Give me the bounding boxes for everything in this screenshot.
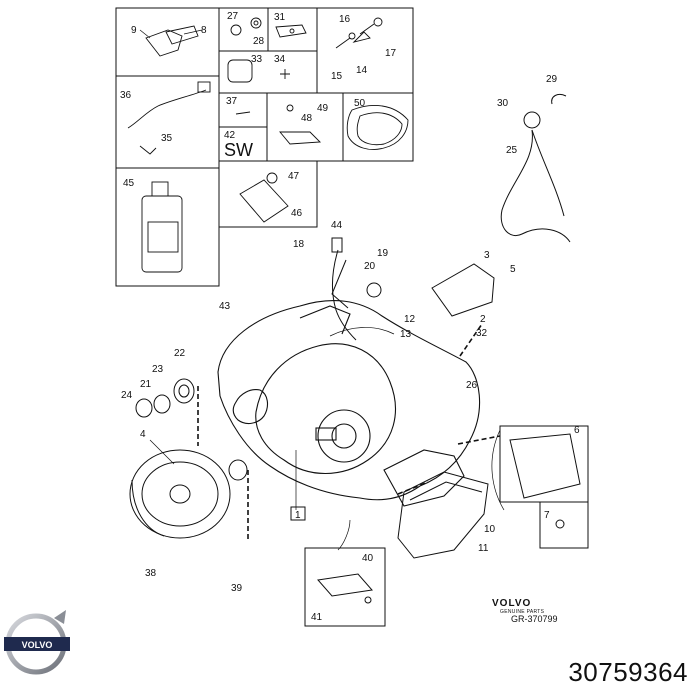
callout-31: 31 xyxy=(274,12,286,23)
callout-2: 2 xyxy=(480,314,486,325)
callout-7: 7 xyxy=(544,510,550,521)
shift-sensor xyxy=(331,259,495,317)
callout-32: 32 xyxy=(476,328,488,339)
callout-4: 4 xyxy=(140,429,146,440)
callout-49: 49 xyxy=(317,103,329,114)
callout-3: 3 xyxy=(484,250,490,261)
torque-converter xyxy=(129,449,231,539)
callout-5: 5 xyxy=(510,264,516,275)
callout-10: 10 xyxy=(484,524,496,535)
callout-20: 20 xyxy=(364,261,376,272)
callout-40: 40 xyxy=(362,553,374,564)
callout-22: 22 xyxy=(174,348,186,359)
callout-13: 13 xyxy=(400,329,412,340)
leader-lines xyxy=(197,323,501,540)
callout-47: 47 xyxy=(288,171,300,182)
inset-part-sketches xyxy=(127,17,409,273)
callout-11: 11 xyxy=(478,543,489,554)
brand-stamp: VOLVO xyxy=(492,598,532,609)
volvo-logo: VOLVO xyxy=(4,610,70,675)
brand-subtitle: GENUINE PARTS xyxy=(500,609,545,615)
sw-label: SW xyxy=(224,140,253,160)
callout-18: 18 xyxy=(293,239,305,250)
callout-26: 26 xyxy=(466,380,478,391)
callout-12: 12 xyxy=(404,314,416,325)
item-box xyxy=(290,506,306,521)
callout-16: 16 xyxy=(339,14,351,25)
callout-44: 44 xyxy=(331,220,343,231)
callout-42: 42 xyxy=(224,130,236,141)
callout-29: 29 xyxy=(546,74,558,85)
callout-33: 33 xyxy=(251,54,263,65)
callout-46: 46 xyxy=(291,208,303,219)
callout-17: 17 xyxy=(385,48,397,59)
callout-41: 41 xyxy=(311,612,323,623)
callout-48: 48 xyxy=(301,113,313,124)
part-number: 30759364 xyxy=(568,657,688,687)
callout-6: 6 xyxy=(574,425,580,436)
oil-pan xyxy=(397,471,489,559)
callout-28: 28 xyxy=(253,36,265,47)
callout-23: 23 xyxy=(152,364,164,375)
callout-30: 30 xyxy=(497,98,509,109)
valve-body-inset xyxy=(499,425,589,549)
callout-19: 19 xyxy=(377,248,389,259)
callout-34: 34 xyxy=(274,54,286,65)
callout-35: 35 xyxy=(161,133,173,144)
callout-27: 27 xyxy=(227,11,239,22)
callout-45: 45 xyxy=(123,178,135,189)
callout-50: 50 xyxy=(354,98,366,109)
logo-text: VOLVO xyxy=(22,640,53,650)
reference-code: GR-370799 xyxy=(511,614,558,624)
callout-14: 14 xyxy=(356,65,368,76)
parts-inset-grid xyxy=(115,7,414,287)
callout-9: 9 xyxy=(131,25,137,36)
transmission-housing xyxy=(217,300,481,507)
callout-15: 15 xyxy=(331,71,343,82)
seal-stack xyxy=(135,378,248,481)
callout-8: 8 xyxy=(201,25,207,36)
callout-24: 24 xyxy=(121,390,133,401)
callout-21: 21 xyxy=(140,379,152,390)
gasket-inset xyxy=(304,547,386,627)
callout-25: 25 xyxy=(506,145,518,156)
thin-leaders xyxy=(139,29,505,551)
callout-38: 38 xyxy=(145,568,157,579)
callout-37: 37 xyxy=(226,96,238,107)
callout-36: 36 xyxy=(120,90,132,101)
callout-39: 39 xyxy=(231,583,243,594)
wiring-harness xyxy=(500,93,571,243)
callout-labels: 1 2 3 4 5 6 7 8 9 10 11 12 13 14 15 16 1… xyxy=(120,11,580,623)
fill-tube xyxy=(331,237,357,341)
callout-1: 1 xyxy=(295,510,301,521)
callout-43: 43 xyxy=(219,301,231,312)
